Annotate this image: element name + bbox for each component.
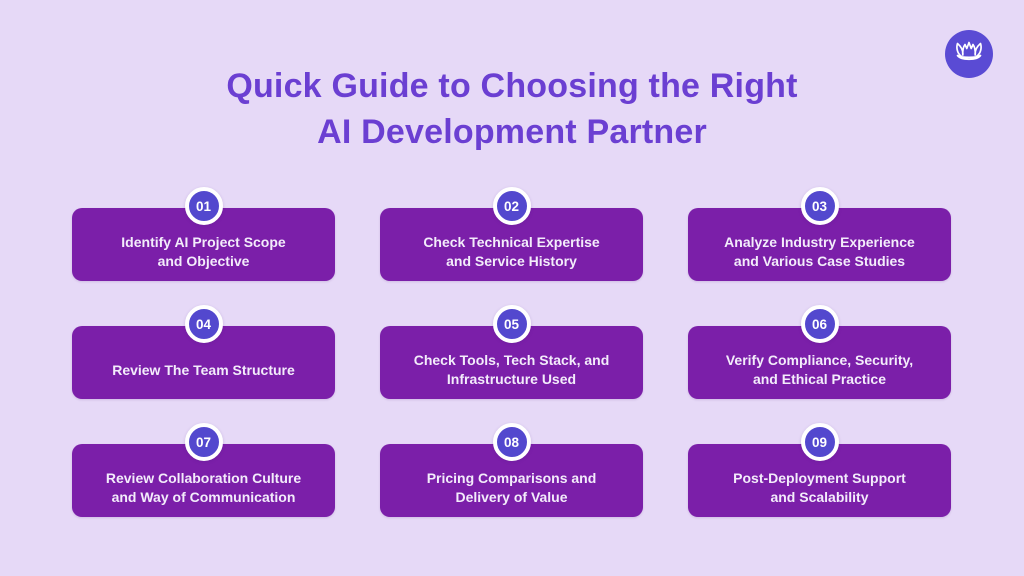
step-label: Pricing Comparisons and Delivery of Valu… <box>427 469 597 507</box>
step-label-line2: Delivery of Value <box>455 489 568 505</box>
step-number: 04 <box>195 316 212 332</box>
step-label: Analyze Industry Experience and Various … <box>724 233 915 271</box>
step-card-09: 09 Post-Deployment Support and Scalabili… <box>688 423 951 517</box>
step-card-03: 03 Analyze Industry Experience and Vario… <box>688 187 951 281</box>
step-number-badge: 06 <box>800 305 839 343</box>
step-label-line2: and Way of Communication <box>111 489 296 505</box>
step-label: Verify Compliance, Security, and Ethical… <box>726 351 913 389</box>
step-card-08: 08 Pricing Comparisons and Delivery of V… <box>380 423 643 517</box>
page-title: Quick Guide to Choosing the Right AI Dev… <box>0 63 1024 155</box>
step-number: 05 <box>503 316 520 332</box>
step-number: 07 <box>195 434 212 450</box>
step-label-line2: and Ethical Practice <box>752 371 887 387</box>
lotus-icon <box>953 38 985 71</box>
lotus-logo <box>945 30 993 78</box>
step-number-badge: 05 <box>492 305 531 343</box>
step-number-badge: 08 <box>492 423 531 461</box>
step-label-line1: Pricing Comparisons and <box>426 470 597 486</box>
step-card-02: 02 Check Technical Expertise and Service… <box>380 187 643 281</box>
step-label-line1: Check Technical Expertise <box>423 234 600 250</box>
step-number: 06 <box>811 316 828 332</box>
steps-grid: 01 Identify AI Project Scope and Objecti… <box>72 187 951 517</box>
step-number-badge: 09 <box>800 423 839 461</box>
step-label-line2: and Scalability <box>770 489 869 505</box>
step-label: Review The Team Structure <box>112 361 295 380</box>
step-card-05: 05 Check Tools, Tech Stack, and Infrastr… <box>380 305 643 399</box>
step-label-line2: and Various Case Studies <box>733 253 906 269</box>
step-label: Check Technical Expertise and Service Hi… <box>423 233 599 271</box>
step-card-body: Identify AI Project Scope and Objective <box>72 208 335 281</box>
step-label-line1: Check Tools, Tech Stack, and <box>413 352 610 368</box>
step-card-07: 07 Review Collaboration Culture and Way … <box>72 423 335 517</box>
step-card-06: 06 Verify Compliance, Security, and Ethi… <box>688 305 951 399</box>
step-number: 01 <box>195 198 212 214</box>
page-title-line2: AI Development Partner <box>317 113 707 151</box>
step-card-01: 01 Identify AI Project Scope and Objecti… <box>72 187 335 281</box>
step-label: Post-Deployment Support and Scalability <box>733 469 906 507</box>
step-label-line1: Analyze Industry Experience <box>724 234 915 250</box>
step-card-body: Analyze Industry Experience and Various … <box>688 208 951 281</box>
step-label-line2: Infrastructure Used <box>446 371 577 387</box>
step-label-line1: Post-Deployment Support <box>733 470 906 486</box>
step-label-line1: Review Collaboration Culture <box>105 470 302 486</box>
step-number: 09 <box>811 434 828 450</box>
step-number-badge: 04 <box>184 305 223 343</box>
step-number-badge: 01 <box>184 187 223 225</box>
step-label: Review Collaboration Culture and Way of … <box>106 469 301 507</box>
step-label-line1: Identify AI Project Scope <box>121 234 286 250</box>
step-label: Identify AI Project Scope and Objective <box>121 233 285 271</box>
step-number-badge: 02 <box>492 187 531 225</box>
step-number-badge: 03 <box>800 187 839 225</box>
step-number: 03 <box>811 198 828 214</box>
step-number-badge: 07 <box>184 423 223 461</box>
step-label-line1: Review The Team Structure <box>112 361 295 378</box>
step-label: Check Tools, Tech Stack, and Infrastruct… <box>414 351 610 389</box>
step-label-line2: and Service History <box>446 253 577 269</box>
step-card-body: Check Tools, Tech Stack, and Infrastruct… <box>380 326 643 399</box>
page-title-line1: Quick Guide to Choosing the Right <box>226 67 798 105</box>
step-number: 02 <box>503 198 520 214</box>
step-label-line2: and Objective <box>157 253 250 269</box>
step-label-line1: Verify Compliance, Security, <box>725 352 914 368</box>
step-number: 08 <box>503 434 520 450</box>
step-card-04: 04 Review The Team Structure <box>72 305 335 399</box>
